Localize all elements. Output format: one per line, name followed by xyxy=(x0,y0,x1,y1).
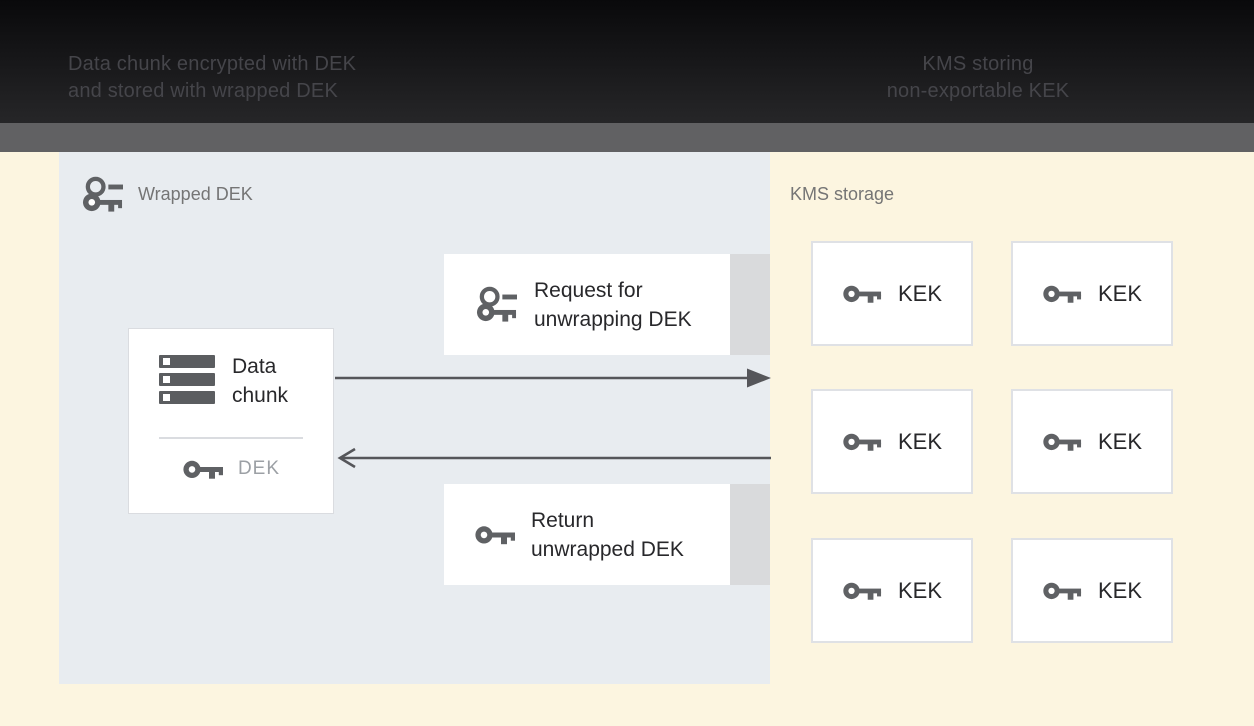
caption-line: and stored with wrapped DEK xyxy=(68,80,338,102)
title-line: Request for xyxy=(534,278,643,302)
title-line: unwrapping DEK xyxy=(534,307,692,331)
return-box-cap xyxy=(730,484,770,585)
kek-box: KEK xyxy=(811,389,973,494)
arrow-left xyxy=(337,447,771,469)
caption-line: non-exportable KEK xyxy=(886,80,1070,102)
data-bar xyxy=(159,373,215,386)
kek-label: KEK xyxy=(1097,428,1143,454)
request-box-title: Request for unwrapping DEK xyxy=(534,276,692,334)
request-unwrap-box: Request for unwrapping DEK xyxy=(444,254,730,355)
kek-label: KEK xyxy=(1097,577,1143,603)
kek-box: KEK xyxy=(1011,538,1173,643)
key-icon xyxy=(1043,433,1082,451)
data-chunk-box: Data chunk DEK xyxy=(128,328,334,514)
key-icon xyxy=(843,285,882,303)
dek-row: DEK xyxy=(129,457,333,481)
gray-divider-strip xyxy=(0,123,1254,152)
data-chunk-caption: Data chunk encrypted with DEK and stored… xyxy=(68,51,356,105)
data-chunk-icon xyxy=(159,355,215,409)
title-line: unwrapped DEK xyxy=(531,537,684,561)
kek-label: KEK xyxy=(1097,280,1143,306)
caption-line: KMS storing xyxy=(922,53,1034,75)
dek-label: DEK xyxy=(237,458,281,479)
key-icon xyxy=(843,582,882,600)
divider xyxy=(159,437,303,439)
return-unwrapped-box: Return unwrapped DEK xyxy=(444,484,730,585)
key-icon xyxy=(1043,582,1082,600)
kek-label: KEK xyxy=(897,577,943,603)
wrapped-dek-label: Wrapped DEK xyxy=(138,184,253,204)
kek-box: KEK xyxy=(1011,389,1173,494)
kek-label: KEK xyxy=(897,280,943,306)
kek-box: KEK xyxy=(811,538,973,643)
wrapped-dek-label-row: Wrapped DEK xyxy=(80,174,253,215)
kek-box: KEK xyxy=(811,241,973,346)
arrow-right xyxy=(335,368,771,388)
header-band: Data chunk encrypted with DEK and stored… xyxy=(0,0,1254,123)
request-box-cap xyxy=(730,254,770,355)
key-icon xyxy=(475,526,515,545)
key-icon xyxy=(843,433,882,451)
wrapped-key-icon xyxy=(476,286,517,322)
key-icon xyxy=(183,460,223,479)
key-icon xyxy=(1043,285,1082,303)
kek-label: KEK xyxy=(897,428,943,454)
data-chunk-title: Data chunk xyxy=(232,355,289,407)
wrapped-key-icon xyxy=(82,176,123,212)
data-bar xyxy=(159,391,215,404)
kms-caption: KMS storing non-exportable KEK xyxy=(828,51,1128,105)
wrapped-dek-panel: Wrapped DEK Data chunk DEK xyxy=(59,152,770,684)
data-bar xyxy=(159,355,215,368)
kms-storage-label: KMS storage xyxy=(790,184,895,204)
title-line: Return xyxy=(531,508,595,532)
caption-line: Data chunk encrypted with DEK xyxy=(68,53,357,75)
kek-box: KEK xyxy=(1011,241,1173,346)
return-box-title: Return unwrapped DEK xyxy=(531,506,684,564)
